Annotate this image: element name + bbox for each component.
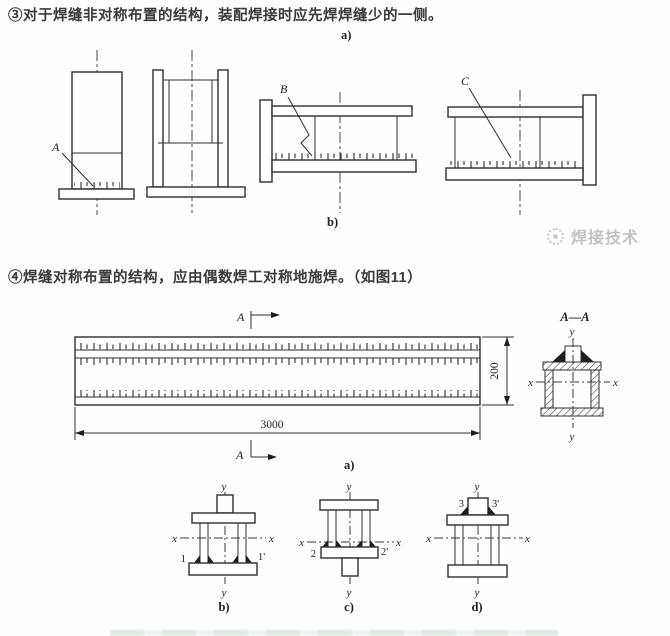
- column-front-view: [146, 50, 246, 213]
- dim-200: 200: [489, 362, 501, 380]
- weld-ticks-row3: [77, 390, 478, 397]
- weld-ticks: [74, 182, 120, 189]
- sublabel-a: a): [344, 458, 354, 472]
- figure-11-symmetric-welds: A 200: [74, 310, 618, 614]
- figure-10-asymmetric-welds: a) A: [51, 28, 597, 229]
- paragraph-item-3: ③对于焊缝非对称布置的结构，装配焊接时应先焊焊缝少的一侧。: [8, 8, 443, 24]
- section-d-welds-3: y x x 3 3' y d): [425, 481, 530, 614]
- axis-y-top: y: [346, 481, 352, 493]
- axis-x-left: x: [298, 537, 304, 549]
- weld-2-prime: 2': [381, 547, 388, 558]
- weld-2: 2: [311, 549, 316, 560]
- axis-y-top: y: [569, 326, 575, 338]
- weld-label-A: A: [51, 140, 60, 154]
- weld-ticks: [450, 161, 580, 168]
- dimension-length: 3000: [74, 407, 481, 440]
- cut-label-bottom: A: [235, 448, 244, 462]
- weld-3: 3: [459, 499, 464, 510]
- weld-ticks-row2: [77, 358, 478, 365]
- axis-y-bottom: y: [569, 431, 575, 443]
- axis-x-left: x: [527, 377, 533, 389]
- sublabel-c: c): [344, 600, 354, 614]
- watermark: 焊接技术: [547, 224, 639, 248]
- axis-x-right: x: [268, 533, 274, 545]
- weld-1-prime: 1': [258, 552, 265, 563]
- section-c-welds-2: y x x 2 2' y c): [298, 481, 401, 614]
- beam-view-weld-B: B: [259, 82, 417, 213]
- column-side-view: A: [51, 50, 135, 215]
- section-title: A—A: [559, 310, 589, 324]
- weld-1: 1: [181, 554, 186, 565]
- weld-ticks: [274, 153, 414, 160]
- beam-side-view: A 200: [74, 310, 514, 472]
- axis-y-bottom: y: [346, 587, 352, 599]
- dim-3000: 3000: [261, 419, 284, 431]
- beam-view-weld-C: C: [445, 74, 597, 215]
- watermark-logo-icon: [547, 227, 564, 245]
- axis-y-bottom: y: [221, 587, 227, 599]
- sublabel-b: b): [327, 215, 338, 229]
- sublabel-d: d): [471, 600, 482, 614]
- dimension-height: 200: [482, 336, 514, 406]
- axis-x-right: x: [612, 377, 618, 389]
- cut-label-top: A: [236, 310, 245, 324]
- axis-x-right: x: [395, 537, 401, 549]
- section-b-welds-1: y x x 1 1' y b): [171, 481, 274, 614]
- axis-x-right: x: [524, 533, 530, 545]
- section-A-A: A—A y x x y: [527, 310, 618, 443]
- sublabel-a: a): [341, 28, 351, 42]
- axis-x-left: x: [425, 533, 431, 545]
- axis-x-left: x: [171, 533, 177, 545]
- weld-label-B: B: [280, 82, 288, 96]
- cut-arrow-top: [271, 312, 280, 318]
- axis-y-bottom: y: [474, 587, 480, 599]
- axis-y-top: y: [221, 481, 227, 493]
- cut-arrow-bottom: [268, 454, 277, 460]
- paragraph-item-4: ④焊缝对称布置的结构，应由偶数焊工对称地施焊。（如图11）: [8, 270, 423, 286]
- weld-3-prime: 3': [492, 499, 499, 510]
- weld-label-C: C: [461, 74, 470, 88]
- sublabel-b: b): [218, 600, 229, 614]
- cropped-caption-strip: [110, 630, 558, 636]
- watermark-text: 焊接技术: [571, 230, 640, 247]
- axis-y-top: y: [474, 481, 480, 493]
- weld-ticks-row1: [77, 343, 478, 350]
